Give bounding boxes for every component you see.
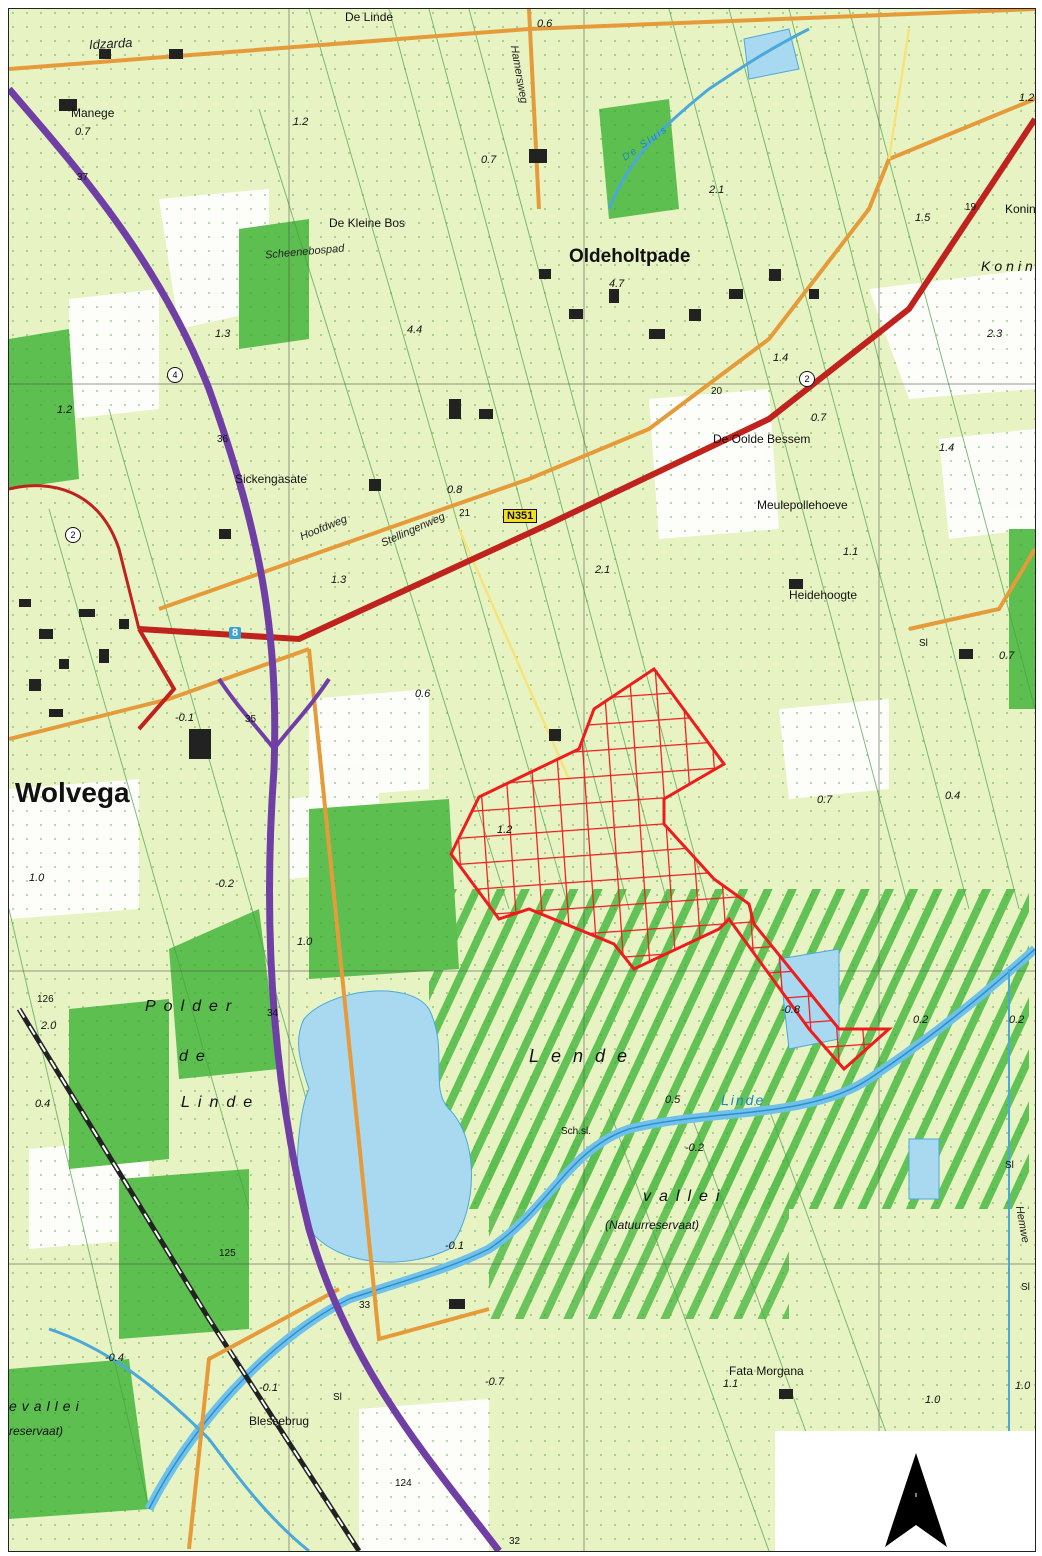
height-label: -0.7 [485,1376,504,1388]
height-label: 0.7 [481,154,497,166]
region-lende: Lende [529,1046,640,1066]
height-label: 0.6 [415,688,431,700]
km-marker: 34 [267,1008,279,1019]
height-label: 2.0 [41,1020,57,1032]
height-label: 0.5 [665,1094,681,1106]
height-label: 1.0 [297,936,313,948]
height-label: -0.2 [215,878,234,890]
height-label: 0.8 [447,484,463,496]
height-label: -0.1 [259,1382,278,1394]
km-marker: 126 [37,994,54,1005]
height-label: 0.4 [35,1098,51,1110]
map-graphic [9,9,1035,1551]
river-linde-label: Linde [721,1092,766,1108]
road-circle-4: 4 [167,367,183,383]
sluice-label: Sl [1021,1282,1030,1293]
built-up-areas [19,49,973,1399]
height-label: 0.4 [945,790,961,802]
height-label: 4.4 [407,324,423,336]
place-sickengasate: Sickengasate [235,472,308,486]
study-area [449,666,893,1072]
height-label: -0.8 [781,1004,800,1016]
place-meulepollehoeve: Meulepollehoeve [757,498,848,512]
place-koning: Konin [981,258,1036,274]
region-vallei: vallei [643,1188,728,1205]
height-label: 1.1 [723,1378,739,1390]
height-label: -0.1 [175,712,194,724]
north-arrow-panel [775,1431,1035,1551]
road-idzarda-label: Idzarda [88,34,133,53]
sluice-label: Sl [1005,1160,1014,1171]
height-label: 1.0 [1015,1380,1031,1392]
height-label: 0.2 [1009,1014,1025,1026]
km-marker: 21 [459,508,471,519]
height-label: 1.2 [1019,92,1035,104]
place-de-linde: De Linde [345,10,394,24]
height-label: -0.1 [445,1240,464,1252]
label-natuurreservaat-left: reservaat) [9,1424,64,1438]
height-label: 1.0 [925,1394,941,1406]
height-label: 1.2 [57,404,73,416]
place-de-kleine-bos: De Kleine Bos [329,216,406,230]
height-label: -0.4 [105,1352,124,1364]
region-polder: Polder [145,998,240,1015]
height-label: 0.7 [817,794,833,806]
height-label: -0.2 [685,1142,704,1154]
road-shield-n351: N351 [503,509,538,523]
place-fata-morgana: Fata Morgana [729,1364,804,1378]
height-label: 0.7 [75,126,91,138]
place-koning-small: Konin [1005,202,1036,216]
region-de: de [179,1048,213,1065]
label-vallei-left: evallei [9,1398,84,1414]
height-label: 1.4 [773,352,789,364]
height-label: 1.2 [497,824,513,836]
sluice-label: Sl [919,638,928,649]
km-marker: 125 [219,1248,236,1259]
height-label: 0.6 [537,18,553,30]
place-manege: Manege [71,106,115,120]
km-marker: 37 [77,172,89,183]
sluice-label: Sch.sl. [561,1126,592,1137]
road-left-ring [9,484,141,630]
place-blessebrug: Blessebrug [249,1414,310,1428]
km-marker: 36 [217,434,229,445]
motorway-a32 [9,86,502,1551]
height-label: 1.4 [939,442,955,454]
road-circle-2b: 2 [799,371,815,387]
road-circle-2a: 2 [65,527,81,543]
region-linde: Linde [181,1094,261,1111]
height-label: 2.1 [595,564,611,576]
north-arrow-icon [885,1453,947,1547]
topographic-map[interactable]: Wolvega Oldeholtpade De Linde Manege De … [8,8,1036,1552]
height-label: 0.2 [913,1014,929,1026]
road-wolvega-loop [137,627,177,731]
place-heidehoogte: Heidehoogte [789,588,858,602]
km-marker: 32 [509,1536,521,1547]
sluice-label: Sl [333,1392,342,1403]
de-sluis-canal [607,27,810,210]
height-label: 2.1 [709,184,725,196]
label-natuurreservaat: (Natuurreservaat) [605,1218,700,1232]
canal-left [48,1327,310,1551]
height-label: 4.7 [609,278,625,290]
height-label: 1.3 [215,328,231,340]
km-marker: 124 [395,1478,412,1489]
km-marker: 35 [245,714,257,725]
km-marker: 20 [711,386,723,397]
place-oldeholtpade: Oldeholtpade [569,246,691,267]
railway [16,1007,362,1551]
height-label: 2.3 [987,328,1003,340]
km-marker: 33 [359,1300,371,1311]
height-label: 1.3 [331,574,347,586]
height-label: 1.1 [843,546,859,558]
place-de-oolde-bessem: De Oolde Bessem [713,432,811,446]
exit-sign-8: 8 [229,627,242,639]
height-label: 0.7 [811,412,827,424]
place-wolvega: Wolvega [15,777,130,808]
km-marker: 19 [965,202,977,213]
height-label: 1.5 [915,212,931,224]
height-label: 1.2 [293,116,309,128]
height-label: 0.7 [999,650,1015,662]
height-label: 1.0 [29,872,45,884]
